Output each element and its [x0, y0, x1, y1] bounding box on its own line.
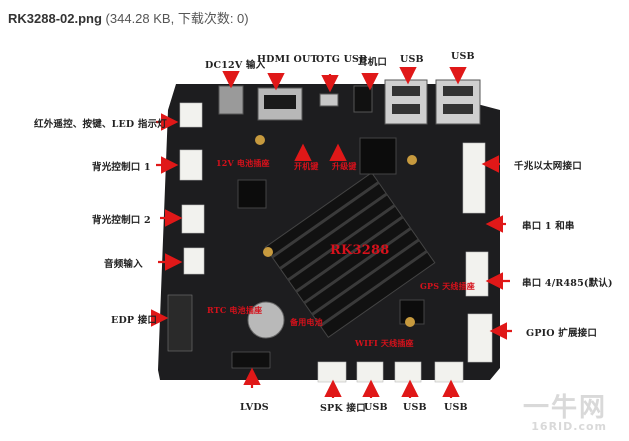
mounting-holes [255, 135, 417, 327]
label-backlight-1: 背光控制口 1 [92, 162, 151, 173]
chip-small-1 [237, 179, 267, 209]
label-usb-top-2: USB [451, 51, 475, 62]
label-hdmi-out: HDMI OUT [257, 54, 318, 65]
label-ir-keys-led: 红外遥控、按键、LED 指示灯 [34, 119, 167, 130]
label-power-key: 开机键 [294, 161, 319, 171]
watermark-sub: 16RID.com [531, 420, 607, 433]
label-reset-key: 升级键 [332, 161, 357, 171]
label-serial-1: 串口 1 和串 [522, 221, 575, 232]
label-gpio: GPIO 扩展接口 [526, 328, 598, 339]
chip-small-2 [359, 137, 397, 175]
label-rtc: RTC 电池插座 [207, 305, 263, 315]
label-wifi: WIFI 天线插座 [355, 338, 414, 348]
watermark: 一牛网 16RID.com [523, 387, 607, 433]
left-connectors [179, 102, 205, 275]
attachment-filename[interactable]: RK3288-02.png [8, 11, 102, 26]
label-battery-connector: 12V 电池插座 [216, 158, 270, 168]
label-usb-bottom-3: USB [444, 402, 468, 413]
label-spk: SPK 接口 [320, 403, 366, 414]
otg-port [319, 93, 339, 107]
attachment-caption: RK3288-02.png (344.28 KB, 下载次数: 0) [8, 8, 249, 27]
right-connectors [462, 142, 493, 363]
label-otg-usb: OTG USB [316, 54, 368, 65]
label-gps: GPS 天线插座 [420, 281, 476, 291]
dc-jack [218, 85, 244, 115]
edp-connector [167, 294, 193, 352]
label-usb-bottom-2: USB [403, 402, 427, 413]
coin-battery [247, 301, 285, 339]
label-edp: EDP 接口 [111, 315, 158, 326]
label-backlight-2: 背光控制口 2 [92, 215, 151, 226]
attachment-info: (344.28 KB, 下载次数: 0) [105, 11, 249, 26]
label-earphone: 耳机口 [358, 57, 388, 68]
label-audio-in: 音频输入 [104, 259, 143, 270]
label-lvds: LVDS [240, 402, 269, 413]
label-gigabit-ethernet: 千兆以太网接口 [514, 161, 582, 172]
bottom-connectors [317, 361, 464, 383]
label-serial-4: 串口 4/R485(默认) [522, 278, 613, 289]
chip-label: RK3288 [330, 243, 390, 258]
watermark-main: 一牛网 [522, 393, 607, 423]
label-usb-bottom-1: USB [364, 402, 388, 413]
label-usb-top-1: USB [400, 54, 424, 65]
earphone-jack [353, 85, 373, 113]
label-backup-battery: 备用电池 [290, 317, 323, 327]
label-dc12v: DC12V 输入 [205, 60, 266, 71]
arrows [150, 66, 512, 398]
heatsink [264, 171, 436, 339]
lvds-connector [231, 351, 271, 369]
